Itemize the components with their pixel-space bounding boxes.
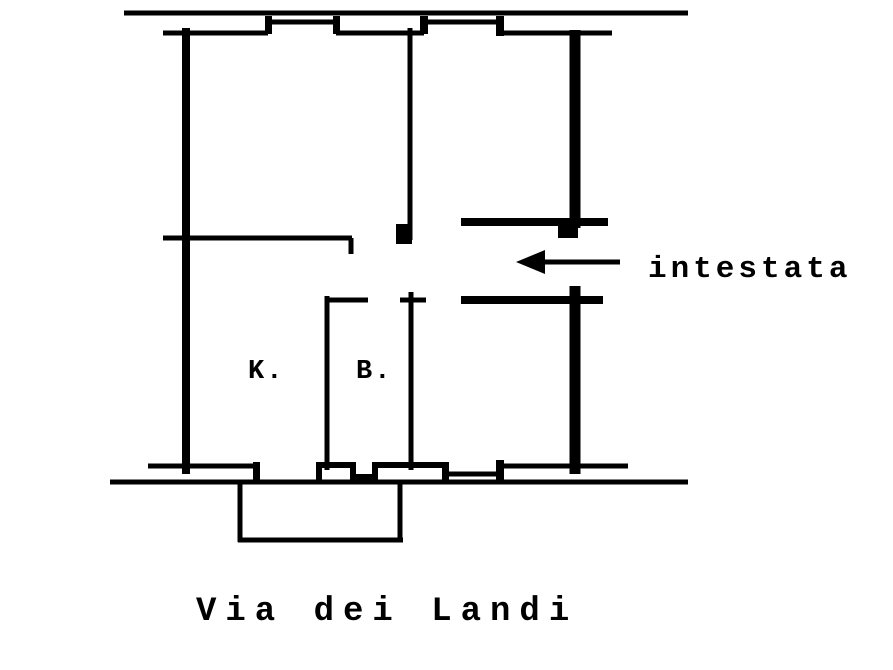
window-bottom-1-left — [316, 462, 322, 484]
annotation-intestata: intestata — [648, 252, 851, 287]
window-bottom-2-left — [372, 462, 378, 484]
top-window-jamb-b — [333, 16, 340, 34]
window-bottom-2-right — [442, 462, 449, 484]
central-partition-door-jamb — [396, 224, 412, 244]
room-label-bathroom: B. — [356, 357, 392, 387]
room-label-kitchen: K. — [248, 357, 284, 387]
interior-partitions-group — [163, 218, 608, 304]
bottom-wall-group — [110, 460, 688, 543]
bath-kitchen-partition-group — [324, 292, 426, 470]
partition-door-block-right — [558, 222, 578, 238]
top-window-jamb-a — [265, 16, 272, 34]
bottom-solid-gap-1 — [354, 474, 378, 484]
bottom-jamb-a — [253, 462, 260, 484]
street-caption: Via dei Landi — [196, 593, 578, 631]
arrow-head — [516, 250, 545, 274]
vertical-walls-group — [182, 28, 581, 474]
bottom-jamb-b — [496, 460, 504, 484]
top-window-jamb-c — [420, 16, 428, 34]
top-window-jamb-d — [496, 16, 504, 36]
left-arrow-icon — [516, 250, 620, 274]
window-bottom-1-top — [316, 462, 356, 468]
window-bottom-2-top — [372, 462, 448, 468]
window-bottom-1-right — [350, 462, 356, 484]
